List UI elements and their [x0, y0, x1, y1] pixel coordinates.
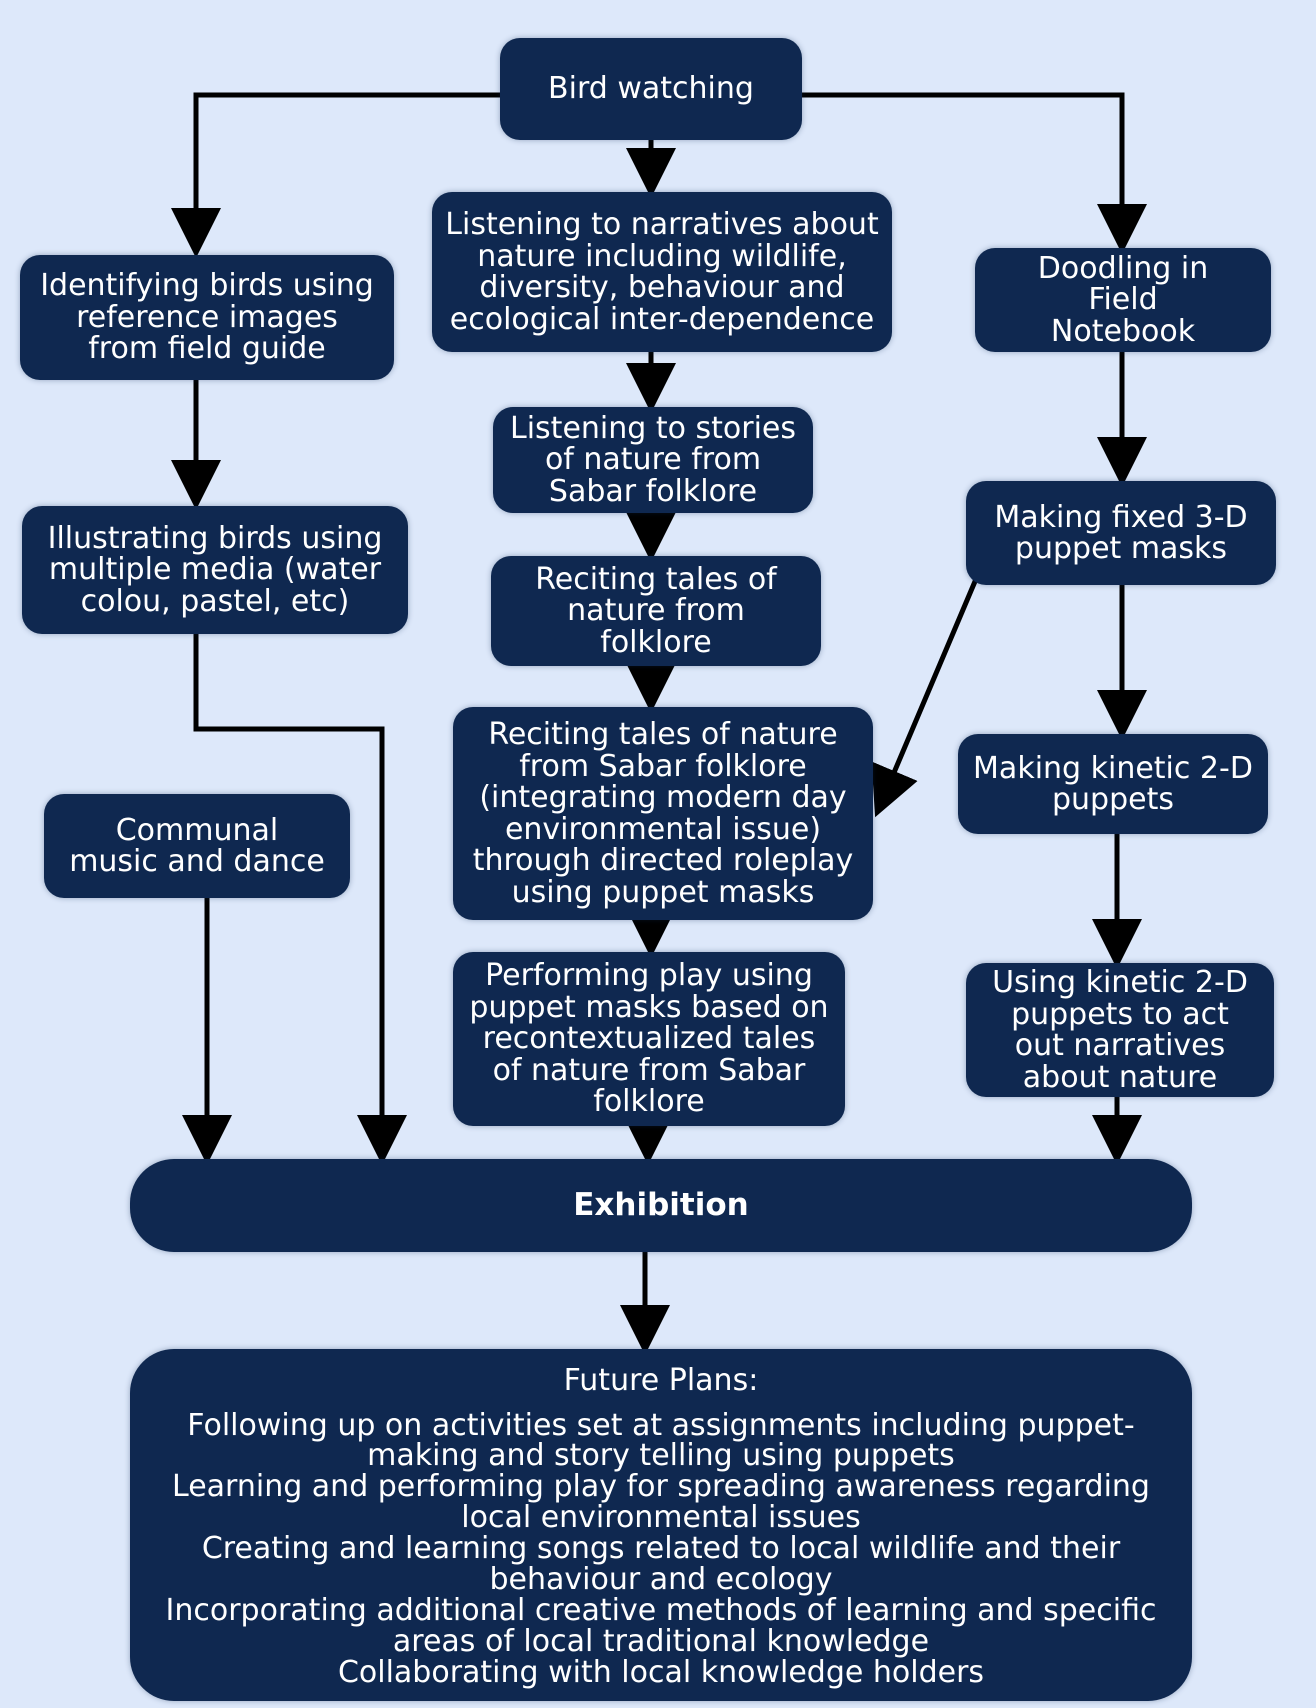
node-communal-music: Communal music and dance — [44, 794, 350, 898]
node-listening-stories: Listening to stories of nature from Saba… — [493, 407, 813, 513]
node-kinetic-puppets: Making kinetic 2-D puppets — [958, 734, 1268, 834]
node-bird-watching: Bird watching — [500, 38, 802, 140]
future-plans-title: Future Plans: — [563, 1363, 759, 1398]
arrow-illustrating-to-exhibition — [193, 634, 407, 1165]
arrow-bird-to-identifying — [171, 92, 500, 258]
future-plan-item: Collaborating with local knowledge holde… — [337, 1654, 985, 1690]
node-doodling: Doodling in Field Notebook — [975, 248, 1271, 352]
node-listening-narratives: Listening to narratives about nature inc… — [432, 192, 892, 352]
node-performing-play: Performing play using puppet masks based… — [453, 952, 845, 1126]
arrow-fixedmasks-to-recitingsabar — [871, 545, 993, 818]
future-plan-item: Incorporating additional creative method… — [165, 1592, 1157, 1659]
node-illustrating-birds: Illustrating birds using multiple media … — [22, 506, 408, 634]
node-fixed-puppet-masks: Making fixed 3-D puppet masks — [966, 481, 1276, 585]
node-reciting-sabar: Reciting tales of nature from Sabar folk… — [453, 707, 873, 920]
future-plan-item: Creating and learning songs related to l… — [201, 1531, 1121, 1597]
future-plan-item: Following up on activities set at assign… — [187, 1407, 1135, 1474]
node-using-kinetic: Using kinetic 2-D puppets to act out nar… — [966, 963, 1274, 1097]
node-exhibition: Exhibition — [130, 1159, 1192, 1252]
node-future-plans: Future Plans: Following up on activities… — [130, 1349, 1192, 1701]
future-plan-item: Learning and performing play for spreadi… — [172, 1469, 1150, 1536]
node-reciting-tales: Reciting tales of nature from folklore — [491, 556, 821, 666]
arrow-bird-to-doodling — [802, 92, 1147, 254]
node-identifying-birds: Identifying birds using reference images… — [20, 255, 394, 380]
